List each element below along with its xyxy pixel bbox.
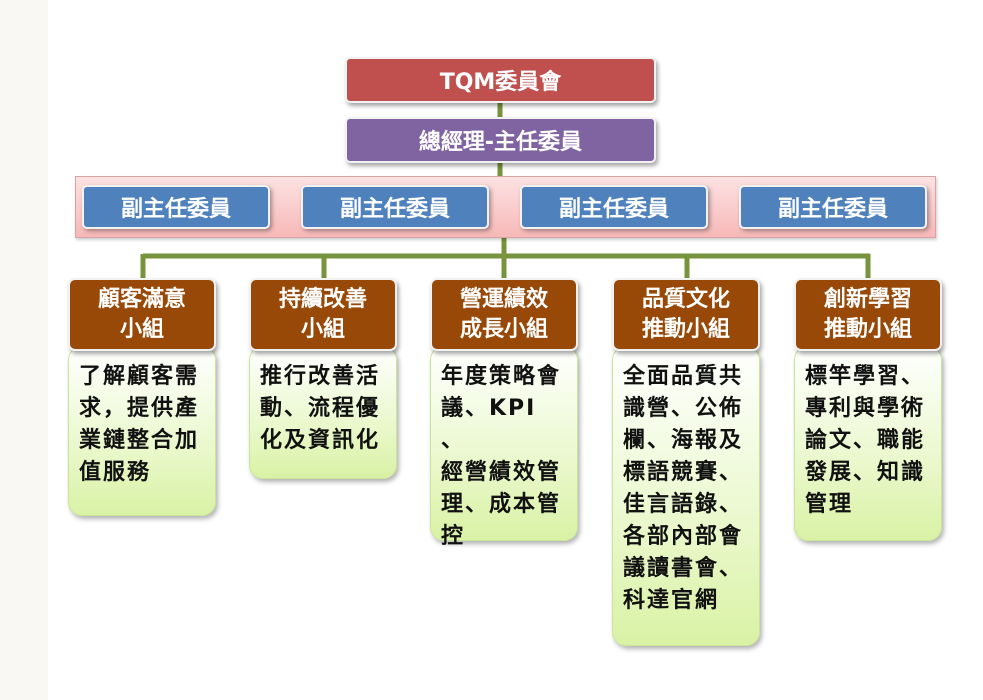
duty-line: 標竿學習、 bbox=[805, 364, 926, 389]
duty-line: 議、KPI 、 bbox=[441, 396, 537, 453]
group-title-line1: 持續改善 bbox=[278, 286, 367, 312]
group-title-line1: 顧客滿意 bbox=[97, 286, 186, 312]
chair-label: 總經理-主任委員 bbox=[418, 130, 583, 155]
duty-line: 各部內部會 bbox=[623, 524, 744, 549]
group-title: 營運績效 成長小組 bbox=[430, 278, 578, 351]
deputy-box-4: 副主任委員 bbox=[739, 185, 927, 229]
group-title-line2: 推動小組 bbox=[641, 316, 730, 342]
duty-line: 化及資訊化 bbox=[260, 428, 381, 453]
tqm-committee-box: TQM委員會 bbox=[345, 57, 656, 103]
group-title-line1: 創新學習 bbox=[823, 286, 912, 312]
chair-box: 總經理-主任委員 bbox=[345, 117, 656, 163]
group-title: 創新學習 推動小組 bbox=[794, 278, 942, 351]
group-duties: 年度策略會 議、KPI 、 經營績效管 理、成本管 控 bbox=[430, 346, 578, 549]
group-title-line2: 成長小組 bbox=[459, 316, 548, 342]
duty-line: 欄、海報及 bbox=[623, 428, 744, 453]
duty-line: 業鏈整合加 bbox=[79, 428, 200, 453]
group-duties: 標竿學習、 專利與學術 論文、職能 發展、知識 管理 bbox=[794, 346, 942, 541]
background-strip bbox=[283, 657, 983, 700]
duty-line: 識營、公佈 bbox=[623, 396, 744, 421]
duty-line: 值服務 bbox=[79, 460, 152, 485]
group-duties: 推行改善活 動、流程優 化及資訊化 bbox=[249, 346, 397, 479]
duty-line: 求，提供產 bbox=[79, 396, 200, 421]
duty-line: 年度策略會 bbox=[441, 364, 562, 389]
group-title: 持續改善 小組 bbox=[249, 278, 397, 351]
deputy-box-1: 副主任委員 bbox=[82, 185, 270, 229]
deputy-label: 副主任委員 bbox=[558, 197, 669, 222]
group-duties: 了解顧客需 求，提供產 業鏈整合加 值服務 bbox=[68, 346, 216, 516]
deputy-box-3: 副主任委員 bbox=[520, 185, 708, 229]
group-title-line2: 小組 bbox=[300, 316, 345, 342]
group-title-line2: 小組 bbox=[119, 316, 164, 342]
tqm-committee-label: TQM委員會 bbox=[439, 70, 562, 95]
duty-line: 全面品質共 bbox=[623, 364, 744, 389]
duty-line: 動、流程優 bbox=[260, 396, 381, 421]
duty-line: 佳言語錄、 bbox=[623, 492, 744, 517]
duty-line: 了解顧客需 bbox=[79, 364, 200, 389]
group-title: 顧客滿意 小組 bbox=[68, 278, 216, 351]
duty-line: 控 bbox=[441, 524, 466, 549]
duty-line: 推行改善活 bbox=[260, 364, 381, 389]
group-title-line2: 推動小組 bbox=[823, 316, 912, 342]
duty-line: 議讀書會、 bbox=[623, 556, 744, 581]
group-title-line1: 營運績效 bbox=[459, 286, 548, 312]
group-title: 品質文化 推動小組 bbox=[612, 278, 760, 351]
duty-line: 科達官網 bbox=[623, 588, 720, 613]
duty-line: 經營績效管 bbox=[441, 460, 562, 485]
group-duties: 全面品質共 識營、公佈 欄、海報及 標語競賽、 佳言語錄、 各部內部會 議讀書會… bbox=[612, 346, 760, 646]
deputy-label: 副主任委員 bbox=[777, 197, 888, 222]
duty-line: 發展、知識 bbox=[805, 460, 926, 485]
deputy-label: 副主任委員 bbox=[120, 197, 231, 222]
deputy-box-2: 副主任委員 bbox=[301, 185, 489, 229]
duty-line: 管理 bbox=[805, 492, 854, 517]
duty-line: 理、成本管 bbox=[441, 492, 562, 517]
duty-line: 專利與學術 bbox=[805, 396, 926, 421]
deputy-label: 副主任委員 bbox=[339, 197, 450, 222]
group-title-line1: 品質文化 bbox=[641, 286, 730, 312]
duty-line: 標語競賽、 bbox=[623, 460, 744, 485]
duty-line: 論文、職能 bbox=[805, 428, 926, 453]
